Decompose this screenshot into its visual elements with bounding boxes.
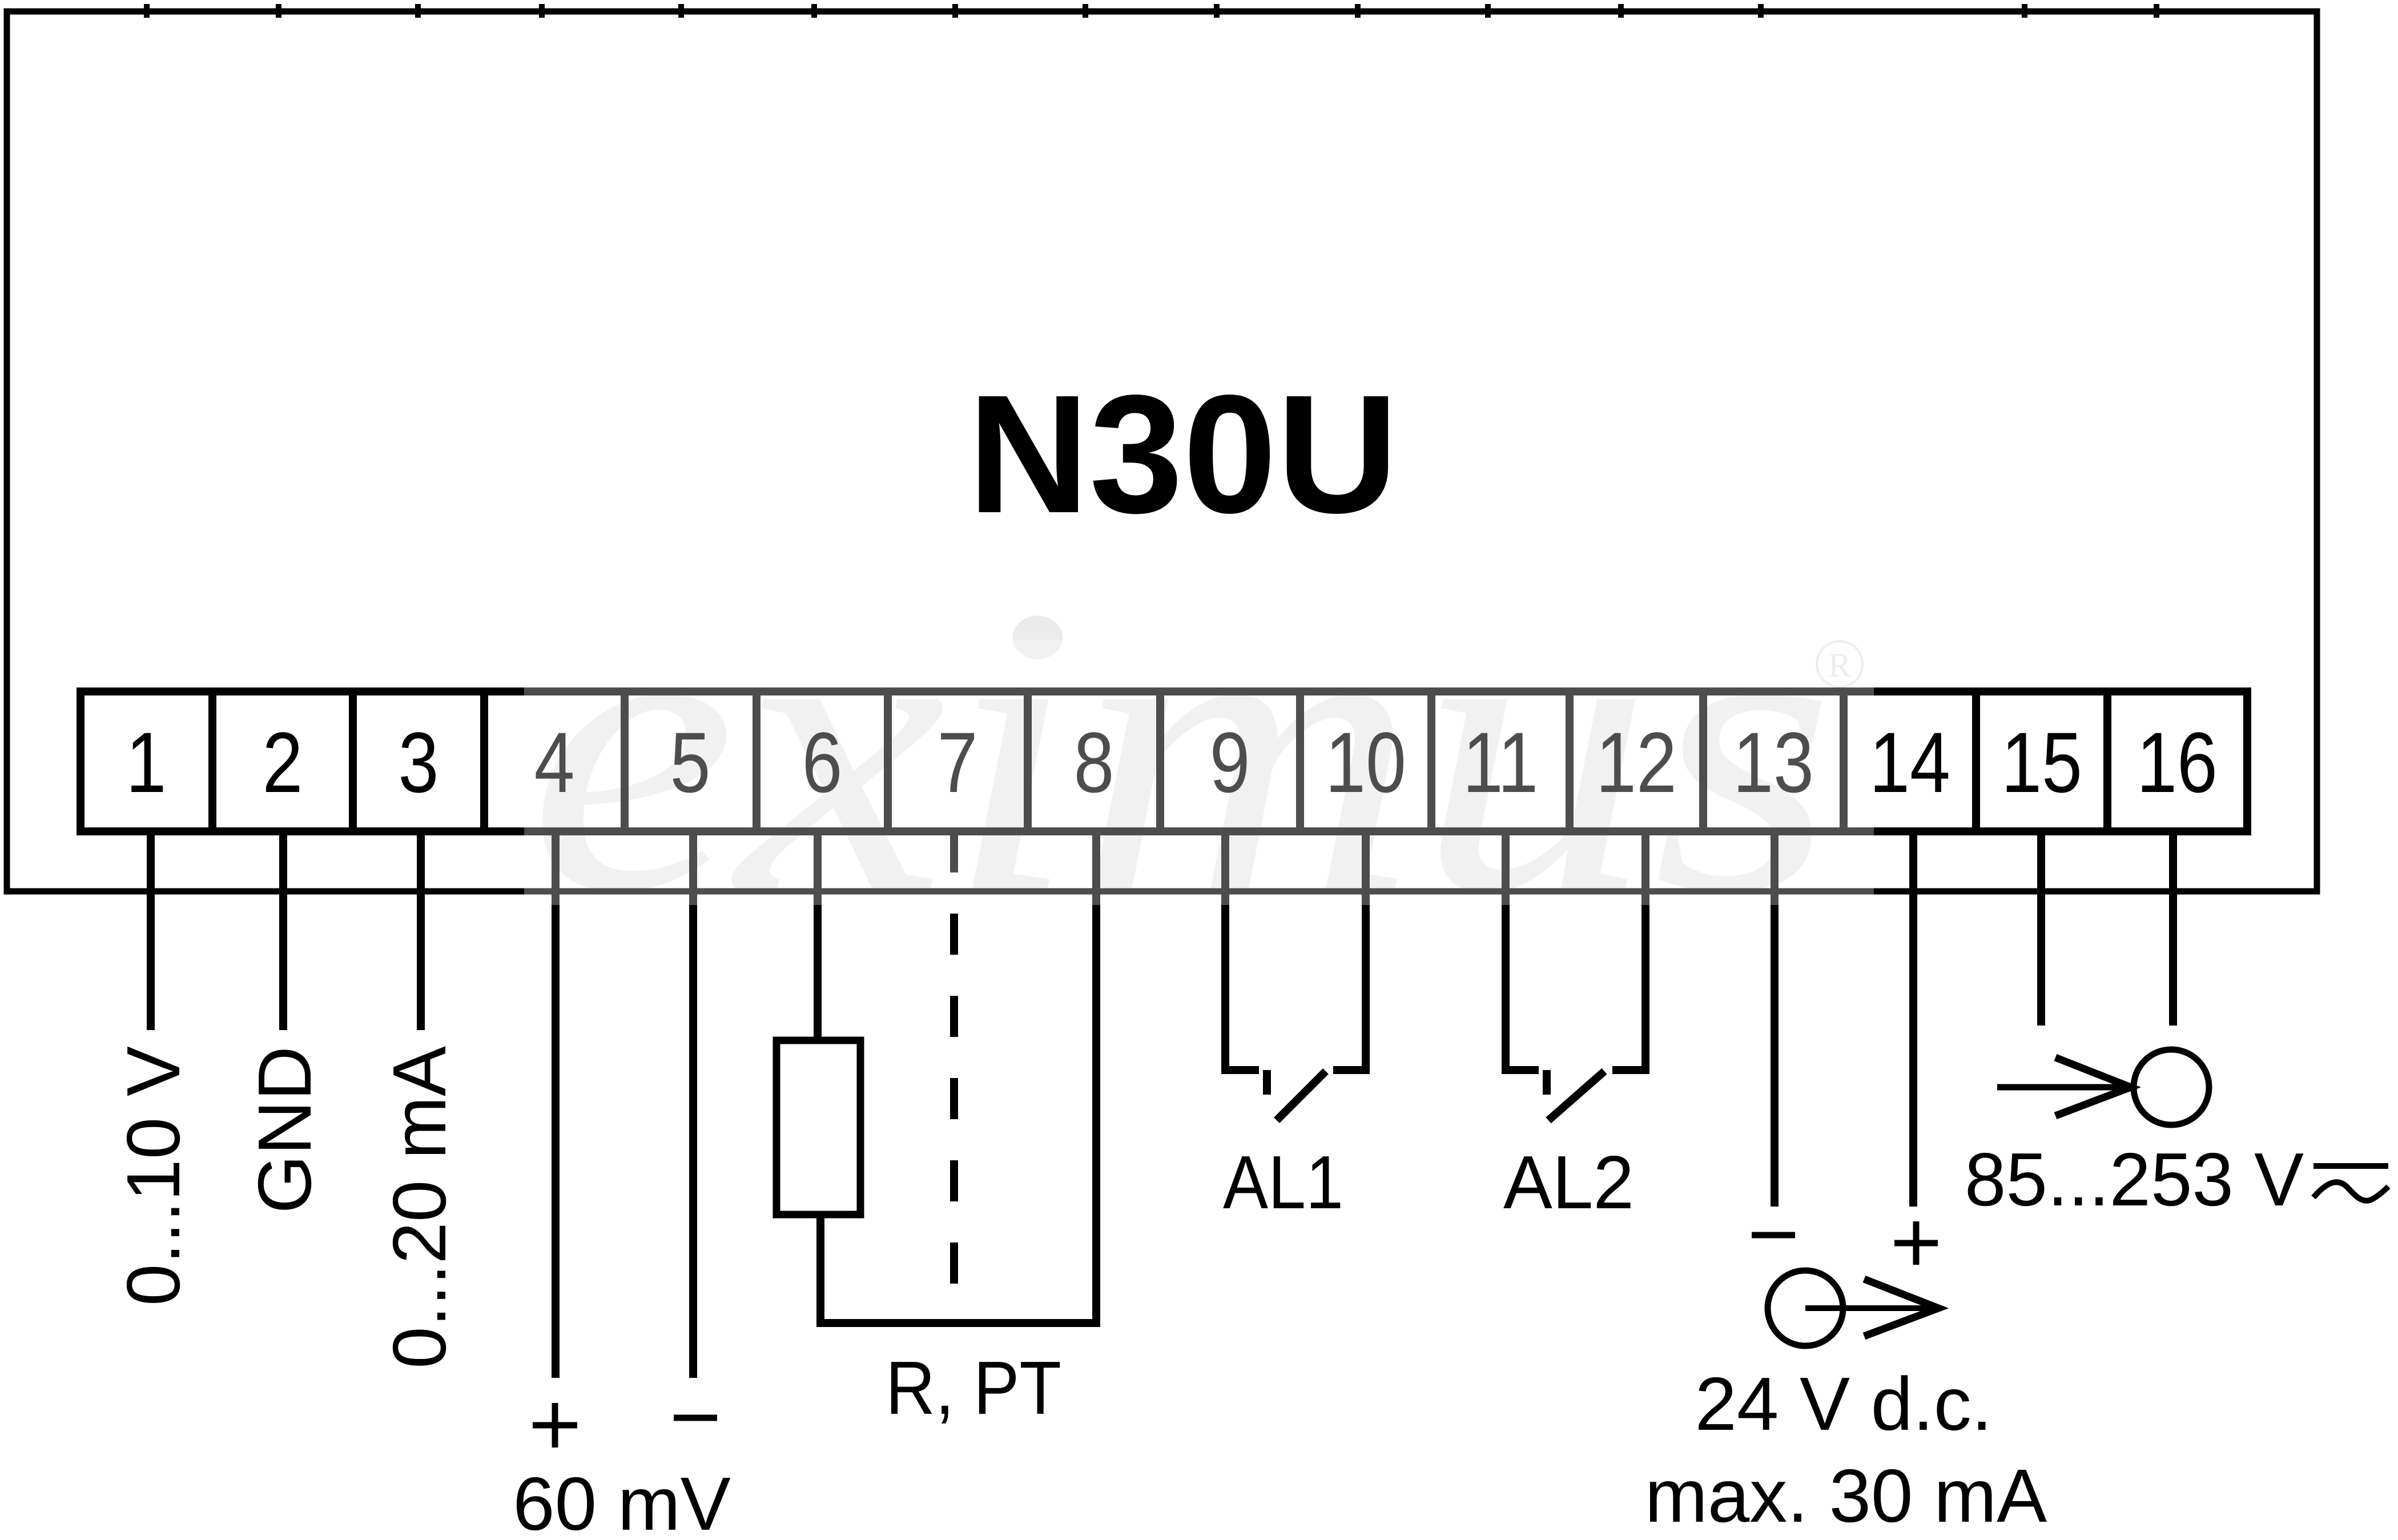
terminal-1-number: 1 <box>126 715 167 810</box>
terminal-strip: 1 2 3 4 5 6 7 8 9 10 11 12 13 14 15 16 <box>77 687 2251 835</box>
ground-label: GND <box>243 1046 327 1213</box>
terminal-numbers: 1 2 3 4 5 6 7 8 9 10 11 12 13 14 15 16 <box>126 715 2218 810</box>
alarm-2-label: AL2 <box>1503 1140 1634 1224</box>
device-housing: N30U <box>3 4 2320 895</box>
terminal-12-wire <box>1612 831 1649 1074</box>
resistor-return-wire <box>816 831 1100 1327</box>
terminal-11-number: 11 <box>1463 715 1538 810</box>
terminal-15-number: 15 <box>2001 715 2082 810</box>
plus-icon <box>1894 1221 1938 1265</box>
terminal-12-number: 12 <box>1596 715 1677 810</box>
alarm-relay-2: AL2 <box>1502 831 1649 1224</box>
relay-contact-blade-icon <box>1274 1068 1329 1123</box>
terminal-13-number: 13 <box>1733 715 1814 810</box>
aux-supply-voltage-label: 24 V d.c. <box>1695 1362 1993 1446</box>
alarm-relay-1: AL1 <box>1221 831 1370 1224</box>
registered-mark-icon <box>1816 640 1864 688</box>
terminal-7-number: 7 <box>938 715 978 810</box>
watermark-overlay <box>524 640 1874 905</box>
plus-icon <box>533 1403 577 1447</box>
power-input-icon <box>1997 1046 2212 1128</box>
resistor-icon <box>772 1036 864 1219</box>
watermark: eximus R <box>528 521 1864 977</box>
terminal-9-number: 9 <box>1210 715 1250 810</box>
power-supply: 85...253 V <box>1965 831 2391 1221</box>
aux-supply-current-label: max. 30 mA <box>1645 1454 2047 1538</box>
alarm-1-label: AL1 <box>1223 1140 1343 1224</box>
watermark-text: eximus <box>528 521 1836 977</box>
terminal-5-number: 5 <box>670 715 711 810</box>
terminal-11-wire <box>1502 831 1539 1074</box>
aux-supply-output: 24 V d.c. max. 30 mA <box>1645 831 2047 1538</box>
terminal-4-number: 4 <box>534 715 575 810</box>
housing-outline <box>3 8 2320 895</box>
terminal-dividers <box>208 691 2111 831</box>
millivolt-input: 60 mV <box>513 831 731 1540</box>
housing-top-ticks <box>144 4 2159 18</box>
millivolt-label: 60 mV <box>513 1462 731 1540</box>
terminal-10-wire <box>1333 831 1370 1074</box>
power-supply-label: 85...253 V <box>1965 1137 2304 1221</box>
terminal-2-number: 2 <box>263 715 303 810</box>
current-source-icon <box>1764 1267 1949 1349</box>
terminal-14-number: 14 <box>1869 715 1950 810</box>
resistance-input: R, PT <box>772 831 1100 1430</box>
terminal-6-number: 6 <box>802 715 843 810</box>
terminal-3-number: 3 <box>399 715 439 810</box>
resistance-input-label: R, PT <box>886 1346 1061 1430</box>
terminal-10-number: 10 <box>1325 715 1406 810</box>
terminal-16-number: 16 <box>2137 715 2218 810</box>
terminal-8-number: 8 <box>1074 715 1114 810</box>
device-title: N30U <box>968 360 1398 548</box>
voltage-input-label: 0...10 V <box>111 1046 195 1306</box>
relay-contact-blade-icon <box>1546 1068 1607 1124</box>
current-input-label: 0...20 mA <box>377 1046 461 1369</box>
registered-mark-letter: R <box>1828 646 1851 684</box>
terminal-9-wire <box>1221 831 1259 1074</box>
ac-dc-icon <box>2311 1163 2391 1204</box>
analog-inputs: 0...10 V GND 0...20 mA <box>111 831 461 1369</box>
